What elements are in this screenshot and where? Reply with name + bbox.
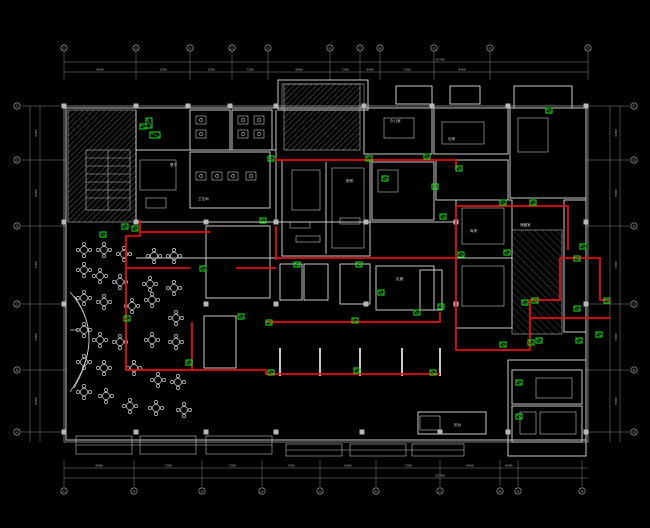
- bottom-dimension: 8400: [344, 464, 351, 468]
- bottom-grid-label: ②: [132, 490, 136, 494]
- right-grid-axis: Ⓕ Ⓔ Ⓓ Ⓒ Ⓑ Ⓐ 6300 8400 7200 6300 8400: [586, 102, 638, 436]
- left-dimension: 6300: [34, 129, 38, 136]
- hatched-areas: [67, 83, 563, 335]
- entrance-arc: [69, 291, 90, 393]
- top-dimension: 8400: [458, 68, 465, 72]
- top-grid-label: ⑪: [586, 46, 590, 51]
- bottom-total-dimension: 63700: [435, 474, 444, 478]
- bottom-dimension: 7200: [287, 464, 294, 468]
- right-grid-label: Ⓔ: [632, 157, 636, 162]
- room-label: 储藏室: [520, 222, 531, 227]
- bottom-dimension: 7200: [404, 464, 411, 468]
- right-dimension: 8400: [614, 189, 618, 196]
- left-dimension: 7200: [34, 261, 38, 268]
- right-dimension: 6300: [614, 129, 618, 136]
- top-dimension: 7200: [341, 68, 348, 72]
- bottom-windows: [75, 435, 465, 457]
- left-grid-label: Ⓑ: [15, 367, 19, 372]
- plumbing-fixtures: [139, 115, 361, 243]
- bottom-grid-label: ①: [62, 490, 66, 494]
- right-dimension: 7200: [614, 261, 618, 268]
- dimension-frame: [29, 61, 621, 479]
- structural-columns: [61, 103, 589, 435]
- top-grid-label: ⑨: [432, 47, 436, 51]
- bottom-grid-label: ⑧: [498, 490, 502, 494]
- left-grid-label: Ⓐ: [15, 429, 19, 434]
- bottom-grid-axis: ① ② ③ ④ ⑤ ⑥ ⑦ ⑧ ⑨ ⑩ 8400 7200 7200 7200 8400 7200 8400 84…: [60, 460, 586, 495]
- bottom-dimension: 8400: [505, 464, 512, 468]
- left-dimension: 6300: [34, 333, 38, 340]
- green-devices: [99, 107, 611, 420]
- top-dimension: 7200: [207, 68, 214, 72]
- bottom-grid-label: ⑤: [318, 490, 322, 494]
- top-grid-axis: ① ② ③ ④ ⑤ ⑥ ⑦ ⑧ ⑨ ⑩ ⑪ 8400 7200 7200 7200 8400 7200 8400 7…: [60, 44, 592, 80]
- dining-tables: [76, 242, 192, 418]
- room-label: 前台: [454, 422, 462, 427]
- bottom-dimension: 8400: [466, 464, 473, 468]
- right-grid-label: Ⓐ: [632, 429, 636, 434]
- bottom-grid-label: ⑦: [438, 490, 442, 494]
- top-grid-label: ①: [62, 47, 66, 51]
- room-label: 卫生间: [198, 196, 209, 201]
- bottom-grid-label: ⑩: [580, 490, 584, 494]
- bottom-grid-label: ⑥: [374, 490, 378, 494]
- right-grid-label: Ⓒ: [632, 301, 636, 306]
- top-dimension: 8400: [366, 68, 373, 72]
- room-label: 库房: [470, 228, 478, 233]
- top-dimension: 8400: [295, 68, 302, 72]
- bottom-dimension: 7200: [228, 464, 235, 468]
- right-dimension: 6300: [614, 333, 618, 340]
- top-grid-label: ②: [134, 47, 138, 51]
- top-grid-label: ④: [230, 47, 234, 51]
- room-label: 包房: [448, 136, 456, 141]
- top-total-dimension: 63700: [435, 58, 444, 62]
- core-equipment: [291, 117, 577, 435]
- top-grid-label: ⑩: [488, 47, 492, 51]
- right-grid-label: Ⓕ: [632, 103, 636, 108]
- bottom-dimension: 7200: [164, 464, 171, 468]
- left-grid-axis: Ⓕ Ⓔ Ⓓ Ⓒ Ⓑ Ⓐ 6300 8400 7200 6300 8400: [13, 102, 66, 436]
- bottom-grid-label: ⑨: [516, 490, 520, 494]
- top-dimension: 7200: [159, 68, 166, 72]
- top-grid-label: ③: [188, 47, 192, 51]
- left-dimension: 8400: [34, 397, 38, 404]
- bottom-grid-label: ④: [260, 490, 264, 494]
- top-dimension: 7200: [246, 68, 253, 72]
- top-grid-label: ⑤: [266, 47, 270, 51]
- left-grid-label: Ⓓ: [15, 223, 19, 228]
- right-dimension: 8400: [614, 397, 618, 404]
- bottom-grid-label: ③: [200, 490, 204, 494]
- top-grid-label: ⑦: [358, 47, 362, 51]
- top-dimension: 7200: [403, 68, 410, 72]
- top-grid-label: ⑧: [378, 47, 382, 51]
- stair-left: [85, 149, 131, 211]
- room-label: 办公室: [390, 118, 401, 123]
- left-grid-label: Ⓔ: [15, 157, 19, 162]
- left-dimension: 8400: [34, 189, 38, 196]
- right-grid-label: Ⓑ: [632, 367, 636, 372]
- bottom-dimension: 8400: [95, 464, 102, 468]
- room-label: 餐厅: [170, 162, 178, 167]
- room-label: 走廊: [396, 276, 404, 281]
- top-grid-label: ⑥: [328, 47, 332, 51]
- right-grid-label: Ⓓ: [632, 223, 636, 228]
- left-grid-label: Ⓕ: [15, 103, 19, 108]
- top-dimension: 8400: [96, 68, 103, 72]
- left-grid-label: Ⓒ: [15, 301, 19, 306]
- interior-walls: [135, 107, 587, 443]
- room-label: 厨房: [346, 178, 354, 183]
